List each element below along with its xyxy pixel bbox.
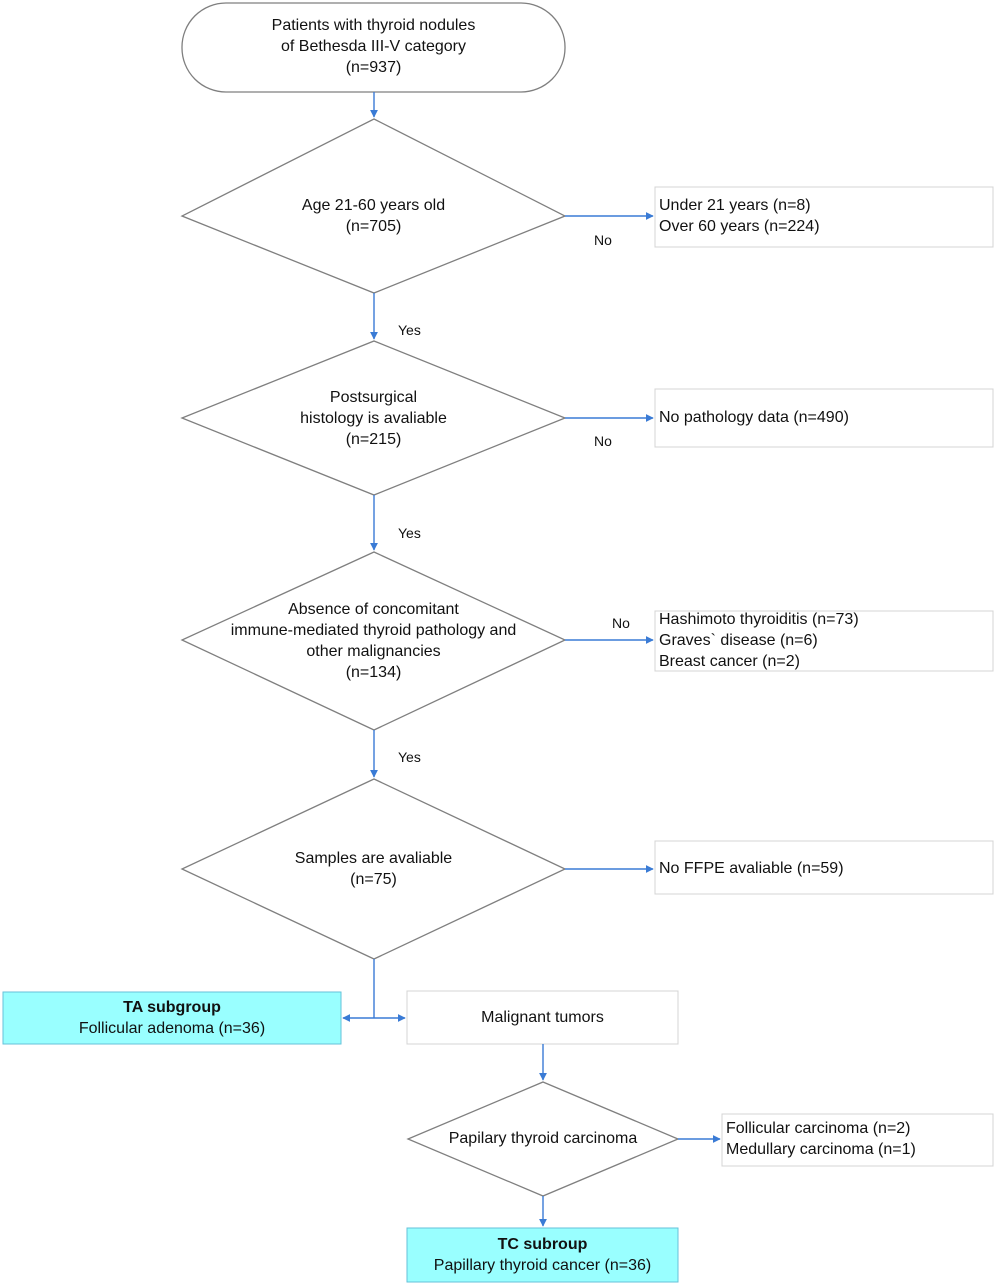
decision-samples-line-1: Samples are avaliable — [294, 850, 453, 867]
age-yes-label: Yes — [398, 322, 421, 338]
excluded-histology-box — [654, 388, 994, 448]
ta-subgroup-title: TA subgroup — [123, 999, 221, 1016]
ta-subgroup-subtitle: Follicular adenoma (n=36) — [78, 1020, 266, 1037]
excluded-absence-text: Hashimoto thyroiditis (n=73) Graves` dis… — [659, 609, 859, 672]
tc-subgroup-subtitle: Papillary thyroid cancer (n=36) — [433, 1257, 652, 1274]
decision-histology-line-1: Postsurgical — [329, 389, 418, 406]
age-no-label: No — [594, 232, 612, 248]
decision-absence-line-4: (n=134) — [345, 664, 402, 681]
excluded-papillary-box — [721, 1113, 994, 1167]
tc-subgroup-title: TC subroup — [497, 1236, 588, 1253]
decision-samples-text: Samples are avaliable (n=75) — [182, 848, 565, 890]
decision-absence-line-1: Absence of concomitant — [288, 601, 459, 618]
excluded-samples-box — [654, 840, 994, 895]
excluded-papillary-line-2: Medullary carcinoma (n=1) — [726, 1141, 916, 1158]
decision-histology-line-2: histology is avaliable — [300, 410, 447, 427]
decision-age-line-1: Age 21-60 years old — [301, 197, 446, 214]
excluded-histology-line-1: No pathology data (n=490) — [659, 409, 849, 426]
decision-papillary-text: Papilary thyroid carcinoma — [408, 1128, 678, 1149]
excluded-age-line-1: Under 21 years (n=8) — [659, 197, 811, 214]
excluded-samples-line-1: No FFPE avaliable (n=59) — [659, 860, 844, 877]
start-line-3: (n=937) — [345, 59, 402, 76]
excluded-age-line-2: Over 60 years (n=224) — [659, 218, 820, 235]
malignant-tumors-text: Malignant tumors — [407, 1007, 678, 1028]
excluded-age-text: Under 21 years (n=8) Over 60 years (n=22… — [659, 195, 820, 237]
excluded-absence-line-2: Graves` disease (n=6) — [659, 632, 818, 649]
histology-no-label: No — [594, 433, 612, 449]
decision-papillary-line-1: Papilary thyroid carcinoma — [448, 1130, 638, 1147]
decision-histology-line-3: (n=215) — [345, 431, 402, 448]
excluded-papillary-text: Follicular carcinoma (n=2) Medullary car… — [726, 1118, 916, 1160]
decision-age-line-2: (n=705) — [345, 218, 402, 235]
ta-subgroup-box — [2, 991, 342, 1045]
excluded-absence-box — [654, 610, 994, 672]
decision-age-text: Age 21-60 years old (n=705) — [182, 195, 565, 237]
start-line-2: of Bethesda III-V category — [281, 38, 466, 55]
excluded-histology-text: No pathology data (n=490) — [659, 407, 849, 428]
absence-yes-label: Yes — [398, 749, 421, 765]
histology-yes-label: Yes — [398, 525, 421, 541]
excluded-absence-line-1: Hashimoto thyroiditis (n=73) — [659, 611, 859, 628]
absence-no-label: No — [612, 615, 630, 631]
malignant-tumors-label: Malignant tumors — [481, 1009, 604, 1026]
decision-histology-text: Postsurgical histology is avaliable (n=2… — [182, 387, 565, 450]
malignant-tumors-box — [406, 990, 679, 1045]
start-line-1: Patients with thyroid nodules — [271, 17, 476, 34]
excluded-age-box — [654, 186, 994, 248]
decision-absence-line-3: other malignancies — [306, 643, 441, 660]
excluded-papillary-line-1: Follicular carcinoma (n=2) — [726, 1120, 911, 1137]
tc-subgroup-box — [406, 1227, 679, 1283]
excluded-samples-text: No FFPE avaliable (n=59) — [659, 858, 844, 879]
start-node-text: Patients with thyroid nodules of Bethesd… — [182, 15, 565, 78]
decision-absence-line-2: immune-mediated thyroid pathology and — [230, 622, 517, 639]
ta-subgroup-text: TA subgroup Follicular adenoma (n=36) — [3, 997, 341, 1039]
excluded-absence-line-3: Breast cancer (n=2) — [659, 653, 800, 670]
decision-absence-text: Absence of concomitant immune-mediated t… — [182, 599, 565, 683]
decision-samples-line-2: (n=75) — [350, 871, 397, 888]
tc-subgroup-text: TC subroup Papillary thyroid cancer (n=3… — [407, 1234, 678, 1276]
